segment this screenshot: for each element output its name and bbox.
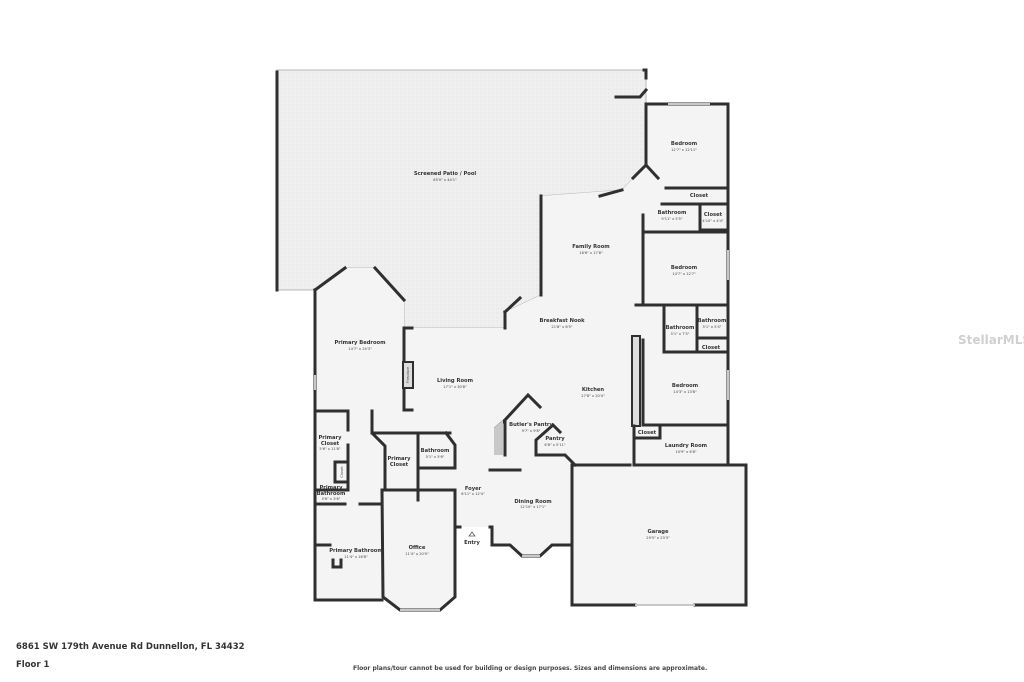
svg-text:Closet: Closet <box>702 345 721 351</box>
svg-text:12'7" x 12'11": 12'7" x 12'11" <box>671 148 697 152</box>
svg-text:Primary: Primary <box>388 456 412 462</box>
property-address: 6861 SW 179th Avenue Rd Dunnellon, FL 34… <box>16 642 245 652</box>
svg-text:4'10" x 4'4": 4'10" x 4'4" <box>702 219 723 223</box>
svg-text:Primary: Primary <box>319 435 343 441</box>
svg-text:Bathroom: Bathroom <box>666 325 695 331</box>
svg-text:27'8" x 20'4": 27'8" x 20'4" <box>581 394 605 398</box>
svg-text:5'6" x 3'6": 5'6" x 3'6" <box>322 497 341 501</box>
svg-text:Closet: Closet <box>690 193 709 199</box>
svg-text:17'1" x 30'8": 17'1" x 30'8" <box>443 385 467 389</box>
svg-text:Dining Room: Dining Room <box>514 499 551 505</box>
svg-text:Bathroom: Bathroom <box>421 448 450 454</box>
svg-text:Bathroom: Bathroom <box>698 318 727 324</box>
svg-text:Kitchen: Kitchen <box>582 387 605 393</box>
walls <box>275 68 748 612</box>
svg-text:11'4" x 20'0": 11'4" x 20'0" <box>405 552 429 556</box>
svg-text:Fireplace: Fireplace <box>406 366 410 383</box>
svg-text:Family Room: Family Room <box>572 244 609 250</box>
svg-text:14'7" x 12'7": 14'7" x 12'7" <box>672 272 696 276</box>
svg-text:Office: Office <box>409 545 426 551</box>
svg-text:Primary: Primary <box>320 485 344 491</box>
entry-marker: Entry <box>464 531 480 546</box>
windows <box>314 103 729 611</box>
svg-text:9'7" x 9'8": 9'7" x 9'8" <box>522 429 541 433</box>
watermark: StellarMLS <box>958 333 1024 347</box>
svg-text:Butler's Pantry: Butler's Pantry <box>509 422 553 428</box>
house-floor <box>315 104 746 610</box>
svg-text:5'1" x 7'5": 5'1" x 7'5" <box>671 332 690 336</box>
svg-text:65'0" x 44'1": 65'0" x 44'1" <box>433 178 457 182</box>
svg-text:Primary Bedroom: Primary Bedroom <box>334 340 385 346</box>
svg-text:Primary Bathroom: Primary Bathroom <box>329 548 383 554</box>
svg-text:5'6" x 11'8": 5'6" x 11'8" <box>319 447 340 451</box>
svg-text:6'11" x 12'4": 6'11" x 12'4" <box>461 492 485 496</box>
svg-text:6'8" x 5'11": 6'8" x 5'11" <box>544 443 565 447</box>
svg-text:Garage: Garage <box>647 529 669 535</box>
svg-text:5'1" x 5'6": 5'1" x 5'6" <box>426 455 445 459</box>
svg-text:11'4" x 16'8": 11'4" x 16'8" <box>344 555 368 559</box>
svg-text:Closet: Closet <box>390 462 409 468</box>
svg-text:5'1" x 5'4": 5'1" x 5'4" <box>703 325 722 329</box>
svg-text:Bedroom: Bedroom <box>671 141 697 147</box>
svg-text:Bedroom: Bedroom <box>672 383 698 389</box>
svg-text:16'6" x 17'8": 16'6" x 17'8" <box>579 251 603 255</box>
room-closet-5: Closet <box>340 466 344 478</box>
room-closet-3: Closet <box>702 345 721 351</box>
svg-text:Screened Patio / Pool: Screened Patio / Pool <box>414 171 477 177</box>
svg-text:Entry: Entry <box>464 540 480 546</box>
svg-text:Foyer: Foyer <box>465 486 482 492</box>
svg-text:Closet: Closet <box>638 430 657 436</box>
svg-text:Bathroom: Bathroom <box>658 210 687 216</box>
svg-text:Closet: Closet <box>340 466 344 478</box>
svg-text:Closet: Closet <box>321 441 340 447</box>
svg-text:29'5" x 23'3": 29'5" x 23'3" <box>646 536 670 540</box>
svg-text:Closet: Closet <box>704 212 723 218</box>
svg-text:Breakfast Nook: Breakfast Nook <box>539 318 585 324</box>
floor-label: Floor 1 <box>16 660 50 670</box>
svg-text:12'10" x 17'1": 12'10" x 17'1" <box>520 505 546 509</box>
svg-text:Bathroom: Bathroom <box>317 491 346 497</box>
svg-text:9'11" x 5'5": 9'11" x 5'5" <box>661 217 682 221</box>
svg-text:Laundry Room: Laundry Room <box>665 443 707 449</box>
svg-text:10'9" x 6'8": 10'9" x 6'8" <box>675 450 696 454</box>
disclaimer: Floor plans/tour cannot be used for buil… <box>353 665 708 672</box>
svg-text:14'3" x 13'8": 14'3" x 13'8" <box>673 390 697 394</box>
svg-text:14'7" x 24'3": 14'7" x 24'3" <box>348 347 372 351</box>
svg-text:Bedroom: Bedroom <box>671 265 697 271</box>
svg-text:Pantry: Pantry <box>545 436 565 442</box>
room-closet-1: Closet <box>690 193 709 199</box>
svg-text:Living Room: Living Room <box>437 378 473 384</box>
svg-text:21'8" x 8'5": 21'8" x 8'5" <box>551 325 572 329</box>
fireplace: Fireplace <box>406 366 410 383</box>
room-closet-4: Closet <box>638 430 657 436</box>
